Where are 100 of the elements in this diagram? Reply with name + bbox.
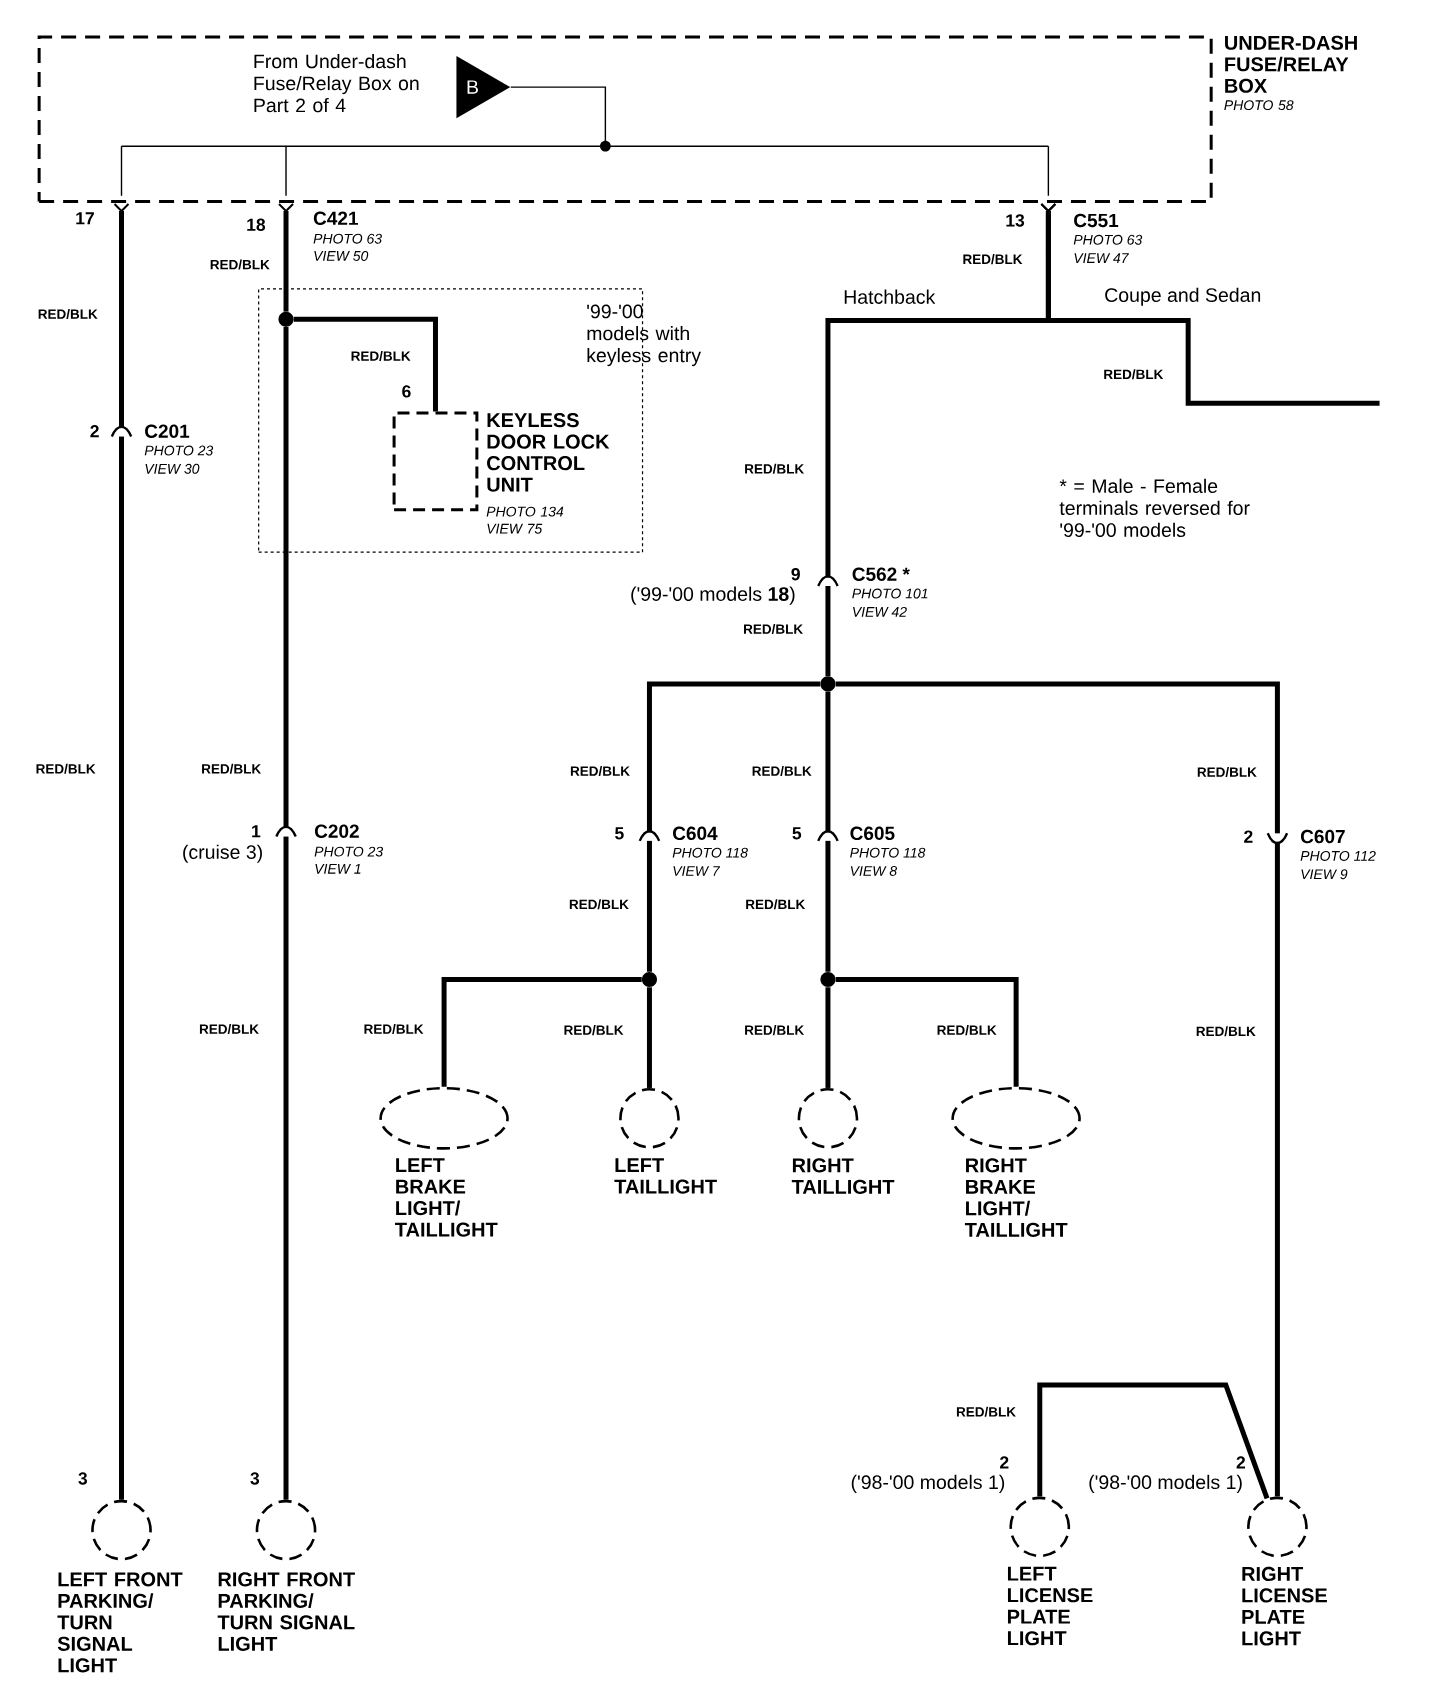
wire	[283, 327, 289, 1500]
wire-color-label: RED/BLK	[351, 350, 411, 361]
pin-number: 1	[252, 825, 261, 838]
splice-dot	[278, 311, 294, 327]
node-label: UNDER-DASH FUSE/RELAY BOX	[1225, 35, 1358, 93]
pin-number: 3	[250, 1472, 260, 1485]
wire-color-label: RED/BLK	[36, 763, 96, 774]
pin-number: 2	[1244, 830, 1253, 843]
connector-id: C605	[850, 826, 895, 841]
wire	[647, 987, 653, 1088]
node-label: LEFT TAILLIGHT	[614, 1158, 718, 1194]
wire-color-label: RED/BLK	[937, 1025, 997, 1036]
photo-reference: VIEW 9	[1301, 869, 1348, 880]
pin-number: 18	[247, 218, 266, 231]
splice-dot	[642, 972, 658, 988]
pin-number: 5	[792, 827, 802, 840]
connector-id: C551	[1074, 213, 1119, 228]
note-text: ('99-'00 models 18)	[631, 586, 795, 605]
node-label: LEFT LICENSE PLATE LIGHT	[1008, 1566, 1093, 1646]
wire	[278, 203, 295, 312]
wire-color-label: RED/BLK	[564, 1025, 624, 1036]
wire-color-label: RED/BLK	[745, 463, 805, 474]
pin-number: 13	[1006, 214, 1025, 227]
wire-color-label: RED/BLK	[1104, 369, 1164, 380]
node-label: From Under-dash Fuse/Relay Box on Part 2 of 4	[254, 53, 419, 113]
node-label: PHOTO 58	[1224, 100, 1294, 111]
photo-reference: PHOTO 118	[672, 847, 748, 858]
note-text: (cruise 3)	[183, 844, 263, 863]
photo-reference: VIEW 1	[315, 864, 361, 874]
pin-number: 2	[1236, 1456, 1246, 1469]
connector-id: C562 *	[852, 567, 910, 581]
photo-reference: VIEW 47	[1074, 253, 1130, 263]
photo-reference: PHOTO 101	[852, 588, 928, 599]
wire-color-label: RED/BLK	[38, 308, 98, 319]
wire-color-label: RED/BLK	[1196, 1026, 1256, 1037]
wire-color-label: RED/BLK	[1197, 767, 1257, 778]
photo-reference: PHOTO 63	[1073, 234, 1143, 245]
photo-reference: VIEW 50	[314, 250, 369, 261]
splice-dot	[820, 972, 836, 988]
wire	[647, 681, 821, 972]
wire-color-label: RED/BLK	[744, 624, 804, 635]
photo-reference: VIEW 42	[853, 606, 907, 617]
node-label: RIGHT FRONT PARKING/ TURN SIGNAL LIGHT	[217, 1572, 356, 1651]
node-label: LEFT FRONT PARKING/ TURN SIGNAL LIGHT	[57, 1572, 183, 1673]
control-unit-box: KEYLESS DOOR LOCK CONTROL UNIT PHOTO 134 VIEW 75	[392, 411, 610, 534]
wire	[1040, 203, 1380, 406]
splice-dot	[820, 676, 836, 692]
photo-reference: VIEW 30	[145, 463, 200, 474]
wire	[113, 203, 130, 1500]
wire-color-label: RED/BLK	[569, 899, 629, 910]
wire	[825, 691, 831, 972]
wire-color-label: RED/BLK	[752, 765, 812, 776]
wire-color-label: RED/BLK	[963, 254, 1023, 265]
note-text: * = Male - Female terminals reversed for '99-'00 models	[1059, 478, 1250, 537]
wire-color-label: RED/BLK	[957, 1406, 1016, 1417]
note-text: Coupe and Sedan	[1105, 287, 1261, 306]
note-text: ('98-'00 models 1)	[851, 1474, 1005, 1493]
wire	[835, 681, 1281, 1497]
lamp: RIGHT LICENSE PLATE LIGHT	[1242, 1496, 1328, 1646]
lamp: RIGHT FRONT PARKING/ TURN SIGNAL LIGHT	[217, 1499, 356, 1651]
pin-number: 17	[76, 212, 95, 225]
lamp: LEFT TAILLIGHT	[614, 1087, 717, 1194]
connector-id: C607	[1301, 829, 1345, 844]
photo-reference: PHOTO 63	[313, 233, 383, 244]
wire	[1037, 1382, 1270, 1500]
wire-color-label: RED/BLK	[364, 1024, 424, 1035]
connector-id: C201	[145, 424, 190, 438]
photo-reference: PHOTO 23	[314, 846, 384, 857]
connector-id: C604	[673, 826, 718, 841]
photo-reference: VIEW 8	[851, 866, 898, 876]
lamp: RIGHT TAILLIGHT	[791, 1087, 895, 1194]
lamp: LEFT LICENSE PLATE LIGHT	[1008, 1496, 1093, 1646]
node-label: RIGHT TAILLIGHT	[791, 1158, 895, 1194]
wire-color-label: RED/BLK	[202, 763, 262, 774]
photo-reference: PHOTO 112	[1300, 850, 1376, 861]
lamp: LEFT BRAKE LIGHT/ TAILLIGHT	[379, 1086, 509, 1237]
node-label: PHOTO 134	[486, 506, 564, 517]
note-text: ('98-'00 models 1)	[1089, 1474, 1242, 1493]
wire	[441, 977, 642, 1087]
photo-reference: PHOTO 118	[850, 847, 926, 858]
wire-color-label: RED/BLK	[210, 259, 270, 270]
lamp: LEFT FRONT PARKING/ TURN SIGNAL LIGHT	[57, 1499, 183, 1673]
wire	[825, 987, 831, 1088]
wire-color-label: RED/BLK	[745, 1025, 805, 1036]
wire	[835, 977, 1019, 1087]
wire-color-label: RED/BLK	[571, 765, 630, 776]
node-label: KEYLESS DOOR LOCK CONTROL UNIT	[487, 413, 610, 492]
wire-color-label: RED/BLK	[200, 1024, 260, 1035]
photo-reference: PHOTO 23	[144, 445, 214, 456]
pin-number: 2	[1000, 1456, 1009, 1469]
node-label: RIGHT BRAKE LIGHT/ TAILLIGHT	[965, 1158, 1068, 1237]
lamp: RIGHT BRAKE LIGHT/ TAILLIGHT	[951, 1086, 1081, 1237]
pin-number: 2	[90, 425, 99, 438]
connector-id: C421	[314, 211, 359, 225]
connector-id: C202	[315, 824, 359, 838]
note-text: Hatchback	[844, 289, 936, 304]
wire	[293, 316, 439, 412]
pin-number: 3	[78, 1472, 88, 1485]
node-label: VIEW 75	[487, 523, 543, 534]
reference-triangle: B From Under-dash Fuse/Relay Box on Part 2 of 4	[254, 53, 511, 119]
